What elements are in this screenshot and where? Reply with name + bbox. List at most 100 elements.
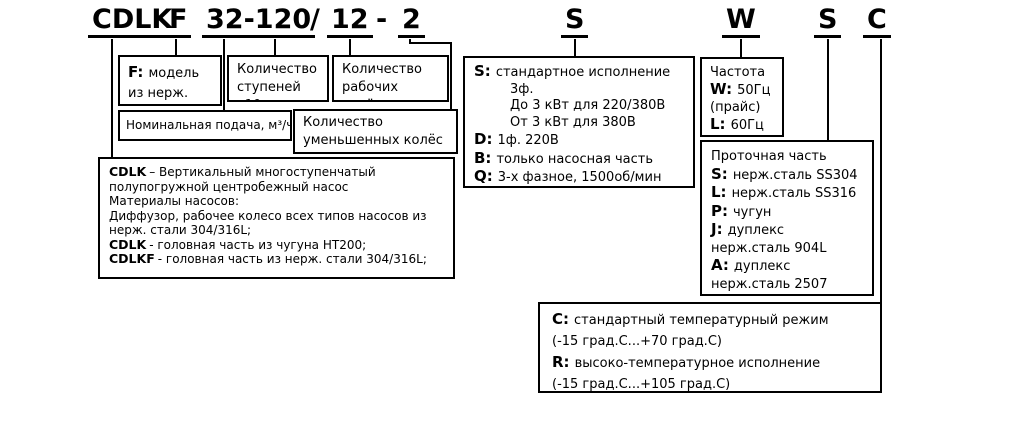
option-key: CDLK — [109, 236, 147, 252]
text-line: A:дуплекс нерж.сталь 2507 — [711, 256, 863, 293]
option-text: Количество ступеней x10 — [237, 62, 317, 100]
option-key: D: — [474, 130, 493, 148]
text-line: J:дуплекс нерж.сталь 904L — [711, 220, 863, 257]
option-text: (прайс) — [710, 100, 761, 115]
text-line: (-15 град.С...+70 град.С) — [552, 332, 868, 353]
option-text: 50Гц — [737, 83, 771, 98]
option-text: Проточная часть — [711, 149, 827, 164]
text-line: F:модель из нерж. стали — [128, 62, 212, 104]
text-line: CDLKF- головная часть из нерж. стали 304… — [109, 251, 444, 267]
text-line: L: нерж.сталь SS316 — [711, 183, 863, 203]
text-line: Количество уменьшенных колёс — [303, 114, 448, 150]
code-separator-dash: - — [376, 4, 388, 35]
option-text: Количество рабочих колёс — [342, 62, 422, 100]
option-text: Материалы насосов: — [109, 194, 240, 208]
text-line: 3ф. — [474, 82, 684, 99]
option-key: J: — [711, 220, 723, 238]
option-text: нерж.сталь SS304 — [732, 167, 858, 183]
option-text: Номинальная подача, м³/ч — [126, 118, 292, 132]
text-line: От 3 кВт для 380В — [474, 115, 684, 132]
option-text: стандартное исполнение — [495, 65, 671, 80]
connector-nominal-flow — [223, 39, 225, 111]
text-line: P: чугун — [711, 201, 863, 222]
text-line: Материалы насосов: — [109, 194, 444, 209]
option-key: F: — [128, 63, 144, 81]
callout-temperature: C: стандартный температурный режим (-15 г… — [538, 302, 882, 393]
code-segment-series: CDLK — [88, 5, 177, 38]
text-line: S:стандартное исполнение — [474, 63, 684, 82]
option-text: 60Гц — [730, 118, 764, 133]
connector-reduced-impellers — [450, 42, 452, 110]
option-text: 3-х фазное, 1500об/мин — [497, 170, 662, 185]
connector-reduced-drop — [409, 39, 411, 44]
option-text: чугун — [733, 204, 772, 220]
option-key: L: — [711, 183, 727, 201]
option-key: Q: — [474, 167, 493, 185]
option-key: R: — [552, 353, 570, 371]
connector-frequency — [740, 39, 742, 58]
text-line: W: 50Гц — [710, 81, 774, 99]
text-line: CDLK– Вертикальный многоступенчатый полу… — [109, 164, 444, 194]
option-key: P: — [711, 201, 728, 220]
option-text: (-15 град.С...+70 град.С) — [552, 333, 722, 349]
option-text: (-15 град.С...+105 град.С) — [552, 376, 731, 392]
connector-impellers — [349, 39, 351, 56]
option-key: CDLK — [109, 164, 147, 179]
option-key: W: — [710, 80, 733, 98]
option-key: CDLKF — [109, 251, 155, 266]
code-segment-impellers: 12 — [327, 5, 373, 38]
callout-wetted-parts: Проточная часть S:нерж.сталь SS304 L: нер… — [700, 140, 874, 296]
code-segment-power-variant: S — [561, 5, 589, 38]
code-segment-temperature: C — [863, 5, 891, 38]
option-text: До 3 кВт для 220/380В — [510, 98, 666, 113]
text-line: C: стандартный температурный режим — [552, 309, 868, 332]
text-line: Частота — [710, 64, 774, 81]
text-line: Проточная часть — [711, 148, 863, 166]
option-text: Частота — [710, 65, 766, 80]
option-text: высоко-температурное исполнение — [574, 356, 821, 371]
option-text: дуплекс нерж.сталь 904L — [711, 223, 827, 256]
text-line: До 3 кВт для 220/380В — [474, 98, 684, 115]
callout-frequency: Частота W: 50Гц (прайс) L: 60Гц — [700, 57, 784, 137]
callout-stage-count: Количество ступеней x10 — [227, 55, 329, 102]
connector-series — [111, 39, 113, 158]
option-text: только насосная часть — [496, 151, 654, 167]
option-key: S: — [711, 164, 728, 183]
text-line: D: 1ф. 220В — [474, 131, 684, 150]
connector-wetted-parts — [827, 39, 829, 140]
text-line: Диффузор, рабочее колесо всех типов насо… — [109, 209, 444, 238]
text-line: (прайс) — [710, 99, 774, 116]
code-segment-material: F — [165, 5, 192, 38]
code-separator-slash: / — [310, 4, 320, 35]
option-text: 1ф. 220В — [497, 133, 559, 148]
code-segment-frequency: W — [722, 5, 760, 38]
option-key: L: — [710, 115, 726, 133]
text-line: Количество рабочих колёс — [342, 61, 439, 100]
text-line: Количество ступеней x10 — [237, 61, 319, 100]
text-line: S:нерж.сталь SS304 — [711, 164, 863, 185]
code-segment-wetted-parts: S — [814, 5, 842, 38]
option-text: нерж.сталь SS316 — [731, 186, 857, 201]
text-line: Номинальная подача, м³/ч — [126, 117, 290, 134]
option-text: - головная часть из нерж. стали 304/316L… — [157, 252, 427, 266]
callout-reduced-impellers: Количество уменьшенных колёс — [293, 109, 458, 154]
option-text: стандартный температурный режим — [574, 313, 829, 328]
option-text: Диффузор, рабочее колесо всех типов насо… — [109, 208, 427, 238]
option-text: - головная часть из чугуна HT200; — [149, 237, 367, 252]
text-line: (-15 град.С...+105 град.С) — [552, 375, 868, 392]
callout-nominal-flow: Номинальная подача, м³/ч — [118, 110, 292, 141]
code-segment-reduced-impellers: 2 — [398, 5, 425, 38]
option-text: 3ф. — [510, 81, 534, 97]
option-text: модель из нерж. стали — [128, 66, 200, 101]
option-key: C: — [552, 310, 570, 328]
callout-power-variant: S:стандартное исполнение 3ф. До 3 кВт дл… — [463, 56, 695, 188]
text-line: B:только насосная часть — [474, 149, 684, 169]
connector-power-variant — [574, 39, 576, 57]
callout-impeller-count: Количество рабочих колёс — [332, 55, 449, 102]
text-line: Q: 3-х фазное, 1500об/мин — [474, 167, 684, 186]
connector-material — [175, 39, 177, 56]
option-key: A: — [711, 256, 729, 274]
option-text: – Вертикальный многоступенчатый полупогр… — [109, 165, 376, 194]
callout-series-description: CDLK– Вертикальный многоступенчатый полу… — [98, 157, 455, 279]
